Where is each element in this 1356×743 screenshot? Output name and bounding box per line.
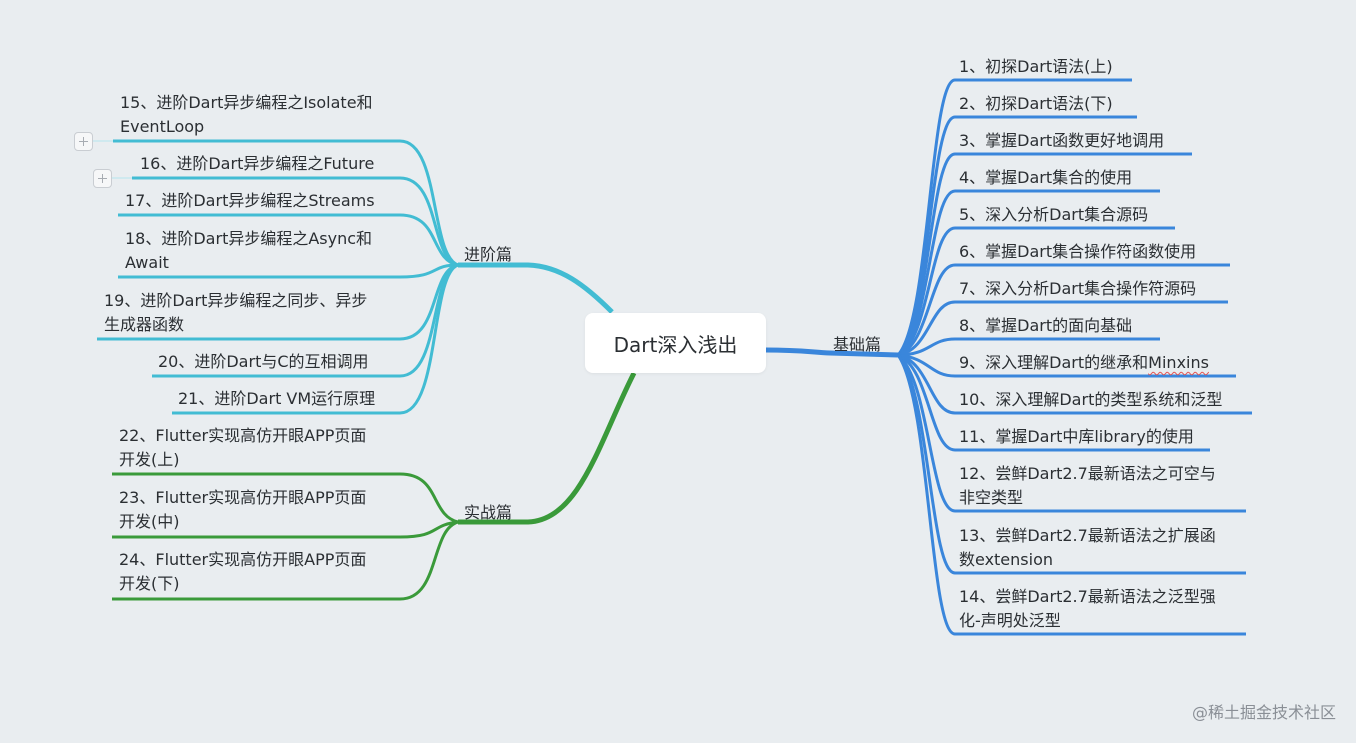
connector-basic-6	[897, 263, 1230, 357]
expand-plus-icon[interactable]	[93, 169, 112, 188]
topic-label-line2: 生成器函数	[104, 315, 185, 334]
topic-label: 1、初探Dart语法(上)	[959, 57, 1113, 76]
connector-basic-8	[897, 337, 1160, 357]
topic-label-line1: 12、尝鲜Dart2.7最新语法之可空与	[959, 464, 1216, 483]
topic-label-line1: 22、Flutter实现高仿开眼APP页面	[119, 426, 367, 445]
topic-label: 17、进阶Dart异步编程之Streams	[125, 191, 375, 210]
topic-label-line1: 18、进阶Dart异步编程之Async和	[125, 229, 373, 248]
topic-advanced-19[interactable]: 19、进阶Dart异步编程之同步、异步生成器函数	[104, 289, 367, 337]
connector-basic-13	[896, 353, 1246, 575]
connector-practice-22	[112, 472, 459, 524]
topic-label-line1: 24、Flutter实现高仿开眼APP页面	[119, 550, 367, 569]
topic-basic-12[interactable]: 12、尝鲜Dart2.7最新语法之可空与非空类型	[959, 462, 1216, 510]
connector-basic-14	[896, 354, 1246, 636]
connector-basic-12	[897, 353, 1246, 513]
topic-basic-14[interactable]: 14、尝鲜Dart2.7最新语法之泛型强化-声明处泛型	[959, 585, 1216, 633]
topic-label-line2: 开发(下)	[119, 574, 180, 593]
topic-label: 2、初探Dart语法(下)	[959, 94, 1113, 113]
topic-practice-22[interactable]: 22、Flutter实现高仿开眼APP页面开发(上)	[119, 424, 366, 472]
connector-basic-4	[897, 189, 1160, 357]
topic-label: 10、深入理解Dart的类型系统和泛型	[959, 390, 1223, 409]
connector-basic-10	[897, 353, 1252, 415]
branch-basic[interactable]: 基础篇	[833, 331, 881, 355]
topic-label-line2: 开发(上)	[119, 450, 180, 469]
connector-center-advanced	[458, 262, 614, 314]
topic-label: 4、掌握Dart集合的使用	[959, 168, 1133, 187]
topic-advanced-16[interactable]: 16、进阶Dart异步编程之Future	[140, 152, 374, 176]
topic-basic-1[interactable]: 1、初探Dart语法(上)	[959, 55, 1113, 79]
connector-advanced-15	[113, 139, 459, 267]
topic-basic-3[interactable]: 3、掌握Dart函数更好地调用	[959, 129, 1164, 153]
topic-basic-5[interactable]: 5、深入分析Dart集合源码	[959, 203, 1148, 227]
connector-basic-3	[896, 152, 1192, 357]
connector-practice-23	[112, 520, 459, 539]
central-topic[interactable]: Dart深入浅出	[585, 313, 766, 373]
topic-label: 3、掌握Dart函数更好地调用	[959, 131, 1165, 150]
topic-label: 5、深入分析Dart集合源码	[959, 205, 1149, 224]
topic-basic-9[interactable]: 9、深入理解Dart的继承和Minxins	[959, 351, 1209, 375]
topic-label-line1: 13、尝鲜Dart2.7最新语法之扩展函	[959, 526, 1216, 545]
topic-label: 8、掌握Dart的面向基础	[959, 316, 1133, 335]
topic-basic-10[interactable]: 10、深入理解Dart的类型系统和泛型	[959, 388, 1222, 412]
topic-label: 20、进阶Dart与C的互相调用	[158, 352, 369, 371]
topic-label-line1: 23、Flutter实现高仿开眼APP页面	[119, 488, 367, 507]
topic-label-line2: EventLoop	[120, 117, 205, 136]
connector-basic-5	[897, 226, 1175, 357]
topic-label-line2: 非空类型	[959, 488, 1024, 507]
connector-center-basic	[765, 347, 899, 358]
topic-label-line1: 15、进阶Dart异步编程之Isolate和	[120, 93, 373, 112]
topic-label-line1: 19、进阶Dart异步编程之同步、异步	[104, 291, 368, 310]
topic-advanced-15[interactable]: 15、进阶Dart异步编程之Isolate和 EventLoop	[120, 91, 373, 139]
connector-advanced-18	[118, 263, 459, 279]
branch-advanced-label: 进阶篇	[464, 245, 513, 264]
topic-label: 16、进阶Dart异步编程之Future	[140, 154, 375, 173]
connector-center-practice	[458, 371, 637, 525]
topic-advanced-20[interactable]: 20、进阶Dart与C的互相调用	[158, 350, 369, 374]
watermark: @稀土掘金技术社区	[1191, 703, 1336, 722]
connector-advanced-21	[172, 263, 459, 415]
topic-basic-4[interactable]: 4、掌握Dart集合的使用	[959, 166, 1132, 190]
topic-advanced-21[interactable]: 21、进阶Dart VM运行原理	[178, 387, 375, 411]
central-topic-label: Dart深入浅出	[613, 332, 738, 357]
connector-basic-9	[897, 353, 1236, 378]
topic-basic-13[interactable]: 13、尝鲜Dart2.7最新语法之扩展函数extension	[959, 524, 1216, 572]
connector-basic-11	[897, 353, 1210, 452]
topic-basic-7[interactable]: 7、深入分析Dart集合操作符源码	[959, 277, 1196, 301]
topic-basic-11[interactable]: 11、掌握Dart中库library的使用	[959, 425, 1194, 449]
connector-basic-7	[897, 300, 1228, 357]
topic-label: 6、掌握Dart集合操作符函数使用	[959, 242, 1197, 261]
topic-practice-23[interactable]: 23、Flutter实现高仿开眼APP页面开发(中)	[119, 486, 366, 534]
topic-label-line2: 开发(中)	[119, 512, 180, 531]
expand-plus-icon[interactable]	[74, 132, 93, 151]
connector-advanced-17	[118, 213, 459, 267]
topic-advanced-18[interactable]: 18、进阶Dart异步编程之Async和 Await	[125, 227, 372, 275]
connector-advanced-16	[132, 176, 459, 267]
topic-label-line2: 化-声明处泛型	[959, 611, 1061, 630]
connector-practice-24	[112, 520, 459, 601]
topic-label-line2: 数extension	[959, 550, 1054, 569]
branch-practice[interactable]: 实战篇	[464, 499, 512, 523]
topic-label: 21、进阶Dart VM运行原理	[178, 389, 376, 408]
topic-label: 11、掌握Dart中库library的使用	[959, 427, 1194, 446]
topic-basic-6[interactable]: 6、掌握Dart集合操作符函数使用	[959, 240, 1196, 264]
topic-label-line1: 14、尝鲜Dart2.7最新语法之泛型强	[959, 587, 1216, 606]
topic-label: 9、深入理解Dart的继承和	[959, 353, 1149, 372]
topic-label-spellcheck: Minxins	[1148, 353, 1209, 372]
topic-label-line2: Await	[125, 253, 169, 272]
topic-practice-24[interactable]: 24、Flutter实现高仿开眼APP页面开发(下)	[119, 548, 366, 596]
branch-advanced[interactable]: 进阶篇	[464, 241, 512, 265]
topic-basic-2[interactable]: 2、初探Dart语法(下)	[959, 92, 1113, 116]
branch-basic-label: 基础篇	[833, 335, 882, 354]
topic-advanced-17[interactable]: 17、进阶Dart异步编程之Streams	[125, 189, 375, 213]
branch-practice-label: 实战篇	[464, 503, 513, 522]
topic-label: 7、深入分析Dart集合操作符源码	[959, 279, 1197, 298]
topic-basic-8[interactable]: 8、掌握Dart的面向基础	[959, 314, 1132, 338]
